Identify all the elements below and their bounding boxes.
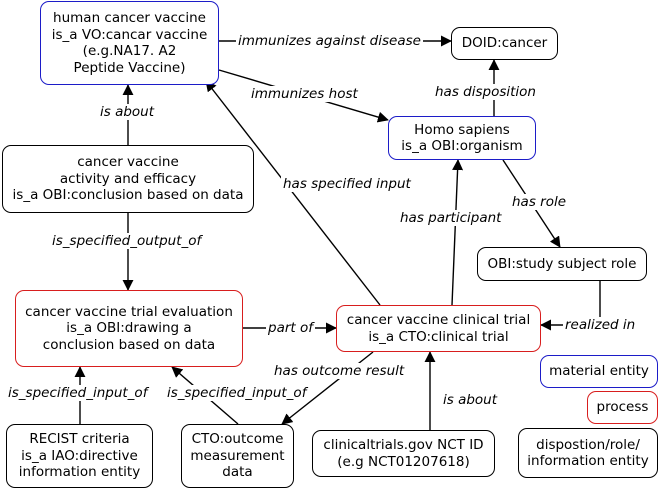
legend-text: material entity bbox=[549, 363, 649, 380]
node-text: measurement bbox=[190, 447, 285, 464]
node-text: information entity bbox=[18, 464, 141, 481]
node-text: conclusion based on data bbox=[42, 336, 216, 353]
node-text: is_a OBI:conclusion based on data bbox=[12, 187, 244, 204]
label-is-specified-input-of-right: is_specified_input_of bbox=[165, 385, 309, 401]
label-is-specified-output-of: is_specified_output_of bbox=[50, 233, 204, 249]
label-is-about-bottom: is about bbox=[441, 392, 500, 408]
label-has-outcome-result: has outcome result bbox=[272, 363, 407, 379]
node-text: cancer vaccine clinical trial bbox=[346, 312, 531, 328]
node-text: RECIST criteria bbox=[29, 431, 130, 448]
edge-has-specified-input bbox=[205, 80, 381, 306]
node-text: clinicaltrials.gov NCT ID bbox=[323, 437, 484, 453]
node-text: is_a OBI:organism bbox=[401, 138, 523, 154]
label-is-specified-input-of-left: is_specified_input_of bbox=[6, 385, 150, 401]
label-is-about-top: is about bbox=[98, 104, 157, 120]
node-text: human cancer vaccine bbox=[53, 10, 206, 26]
legend-information-entity: dispostion/role/ information entity bbox=[518, 428, 658, 478]
label-has-specified-input: has specified input bbox=[281, 176, 413, 192]
node-nct-id: clinicaltrials.gov NCT ID (e.g NCT012076… bbox=[312, 430, 495, 477]
node-text: (e.g.NA17. A2 bbox=[82, 43, 177, 59]
node-text: Peptide Vaccine) bbox=[73, 59, 186, 76]
node-text: OBI:study subject role bbox=[487, 255, 637, 272]
legend-process: process bbox=[587, 391, 658, 424]
label-has-role: has role bbox=[510, 194, 569, 210]
node-recist-criteria: RECIST criteria is_a IAO:directive infor… bbox=[6, 424, 153, 488]
node-text: is_a OBI:drawing a bbox=[66, 320, 192, 337]
label-realized-in: realized in bbox=[563, 317, 638, 333]
label-has-participant: has participant bbox=[398, 210, 504, 226]
label-immunizes-against-disease: immunizes against disease bbox=[236, 33, 423, 49]
node-text: (e.g NCT01207618) bbox=[337, 453, 470, 470]
legend-text: dispostion/role/ bbox=[536, 436, 640, 453]
legend-material-entity: material entity bbox=[540, 355, 658, 388]
node-homo-sapiens: Homo sapiens is_a OBI:organism bbox=[388, 116, 536, 160]
legend-text: information entity bbox=[527, 453, 649, 469]
node-text: data bbox=[222, 464, 253, 481]
node-text: is_a IAO:directive bbox=[21, 447, 138, 464]
node-doid-cancer: DOID:cancer bbox=[451, 27, 558, 60]
node-text: activity and efficacy bbox=[59, 170, 197, 187]
node-text: is_a VO:cancar vaccine bbox=[51, 26, 208, 43]
node-text: cancer vaccine trial evaluation bbox=[25, 303, 233, 320]
edge-has-participant bbox=[451, 159, 464, 306]
node-text: CTO:outcome bbox=[191, 431, 284, 448]
node-outcome-data: CTO:outcome measurement data bbox=[181, 424, 294, 488]
node-text: is_a CTO:clinical trial bbox=[368, 328, 509, 345]
label-part-of: part of bbox=[266, 320, 315, 336]
label-has-disposition: has disposition bbox=[433, 84, 538, 100]
node-vaccine-efficacy: cancer vaccine activity and efficacy is_… bbox=[2, 145, 254, 213]
node-study-subject-role: OBI:study subject role bbox=[477, 247, 647, 281]
legend-text: process bbox=[596, 399, 649, 416]
node-clinical-trial: cancer vaccine clinical trial is_a CTO:c… bbox=[336, 305, 541, 352]
node-text: cancer vaccine bbox=[77, 154, 179, 171]
node-text: Homo sapiens bbox=[414, 121, 510, 138]
node-trial-evaluation: cancer vaccine trial evaluation is_a OBI… bbox=[15, 290, 243, 367]
label-immunizes-host: immunizes host bbox=[249, 86, 360, 102]
node-human-cancer-vaccine: human cancer vaccine is_a VO:cancar vacc… bbox=[40, 1, 219, 85]
node-text: DOID:cancer bbox=[461, 35, 548, 52]
